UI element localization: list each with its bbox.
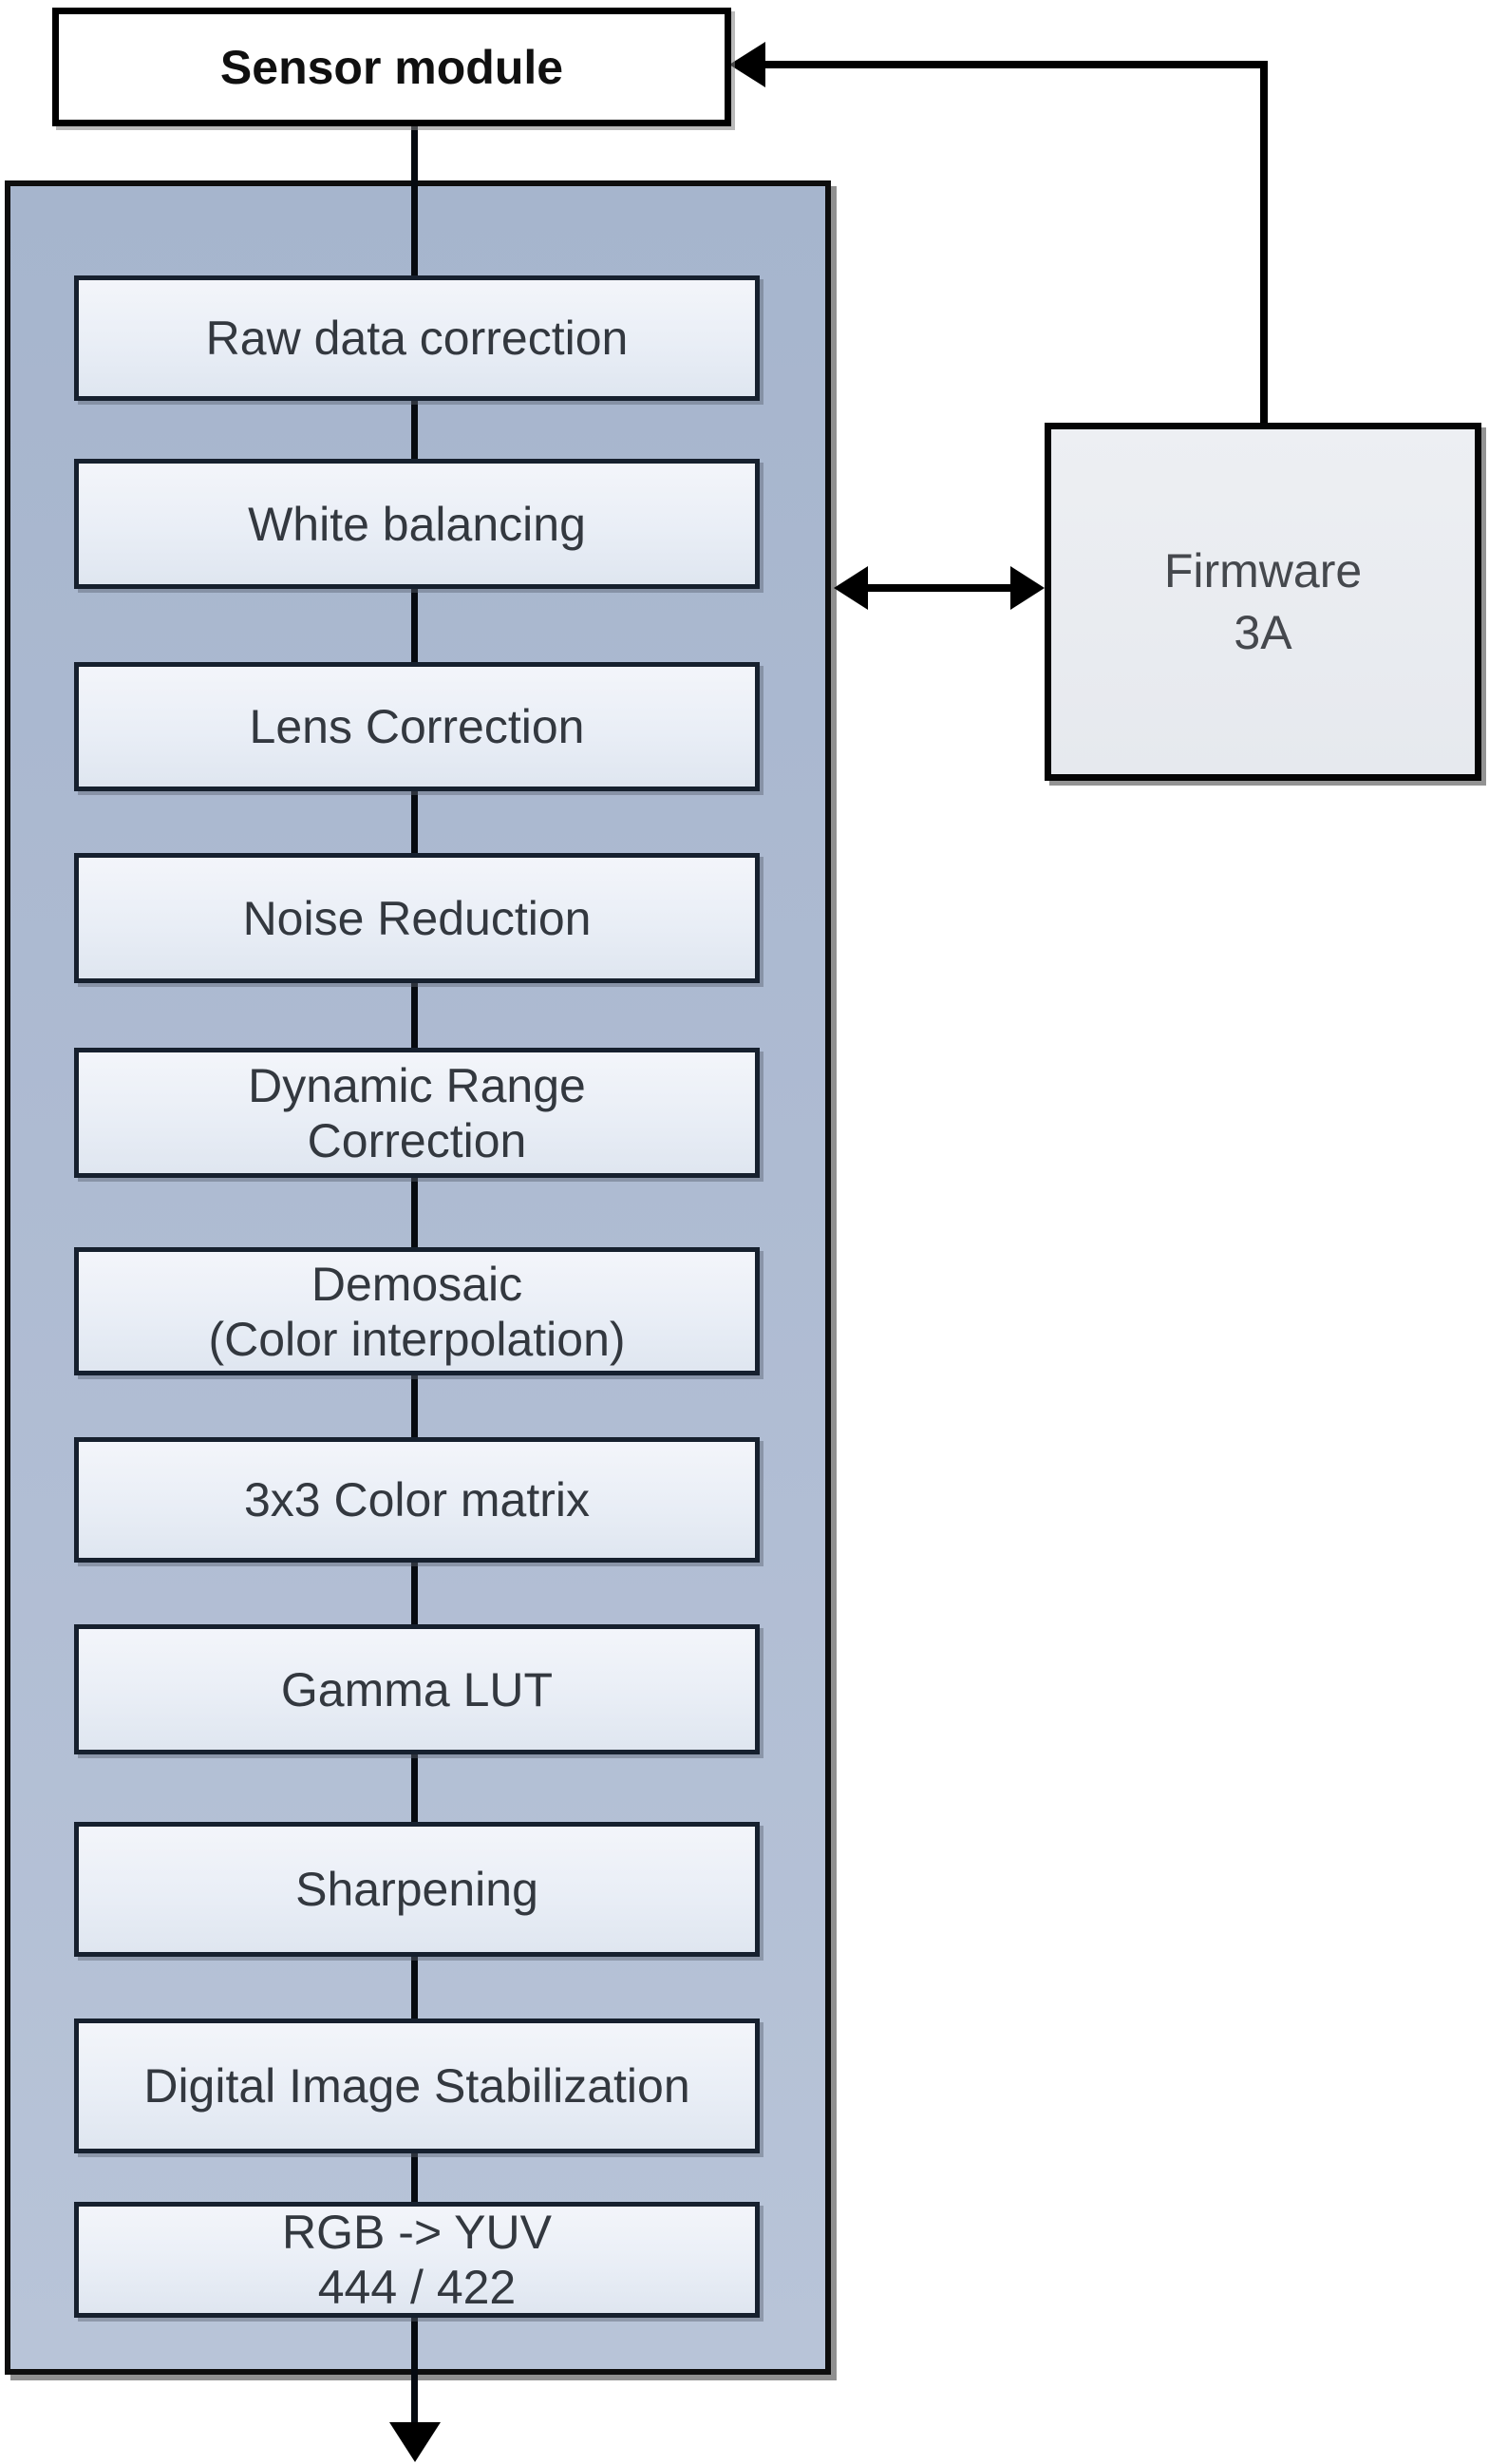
step-box-3x3-color-matrix: 3x3 Color matrix <box>74 1437 760 1563</box>
step-box-demosaic: Demosaic (Color interpolation) <box>74 1247 760 1375</box>
step-label: Noise Reduction <box>242 891 592 945</box>
step-label: Dynamic Range Correction <box>248 1058 586 1167</box>
step-label: Digital Image Stabilization <box>143 2059 690 2113</box>
sensor-module-label: Sensor module <box>219 40 564 94</box>
step-box-lens-correction: Lens Correction <box>74 662 760 791</box>
step-box-white-balancing: White balancing <box>74 459 760 589</box>
step-box-dynamic-range-correction: Dynamic Range Correction <box>74 1048 760 1178</box>
feedback-arrow-horizontal-line <box>760 61 1267 68</box>
step-label: 3x3 Color matrix <box>244 1473 590 1526</box>
step-label: Sharpening <box>295 1863 538 1916</box>
step-box-gamma-lut: Gamma LUT <box>74 1624 760 1754</box>
step-label: White balancing <box>248 497 586 551</box>
sensor-module-box: Sensor module <box>52 8 731 126</box>
step-box-digital-image-stabilization: Digital Image Stabilization <box>74 2019 760 2153</box>
step-box-sharpening: Sharpening <box>74 1822 760 1957</box>
arrowhead-down-icon <box>389 2422 441 2462</box>
firmware-3a-label: Firmware 3A <box>1163 543 1363 659</box>
arrowhead-left-icon <box>729 42 765 87</box>
firmware-3a-box: Firmware 3A <box>1045 423 1481 781</box>
step-box-noise-reduction: Noise Reduction <box>74 853 760 983</box>
step-label: Lens Correction <box>249 700 585 753</box>
bidirectional-arrow-line <box>853 584 1037 592</box>
step-label: Raw data correction <box>205 312 629 365</box>
step-box-raw-data-correction: Raw data correction <box>74 275 760 401</box>
step-label: Gamma LUT <box>280 1662 554 1716</box>
arrowhead-left-icon <box>834 566 868 610</box>
step-label: RGB -> YUV 444 / 422 <box>282 2206 552 2314</box>
arrowhead-right-icon <box>1010 566 1045 610</box>
step-box-rgb-to-yuv: RGB -> YUV 444 / 422 <box>74 2202 760 2318</box>
feedback-arrow-vertical-line <box>1260 61 1268 423</box>
step-label: Demosaic (Color interpolation) <box>208 1257 626 1366</box>
